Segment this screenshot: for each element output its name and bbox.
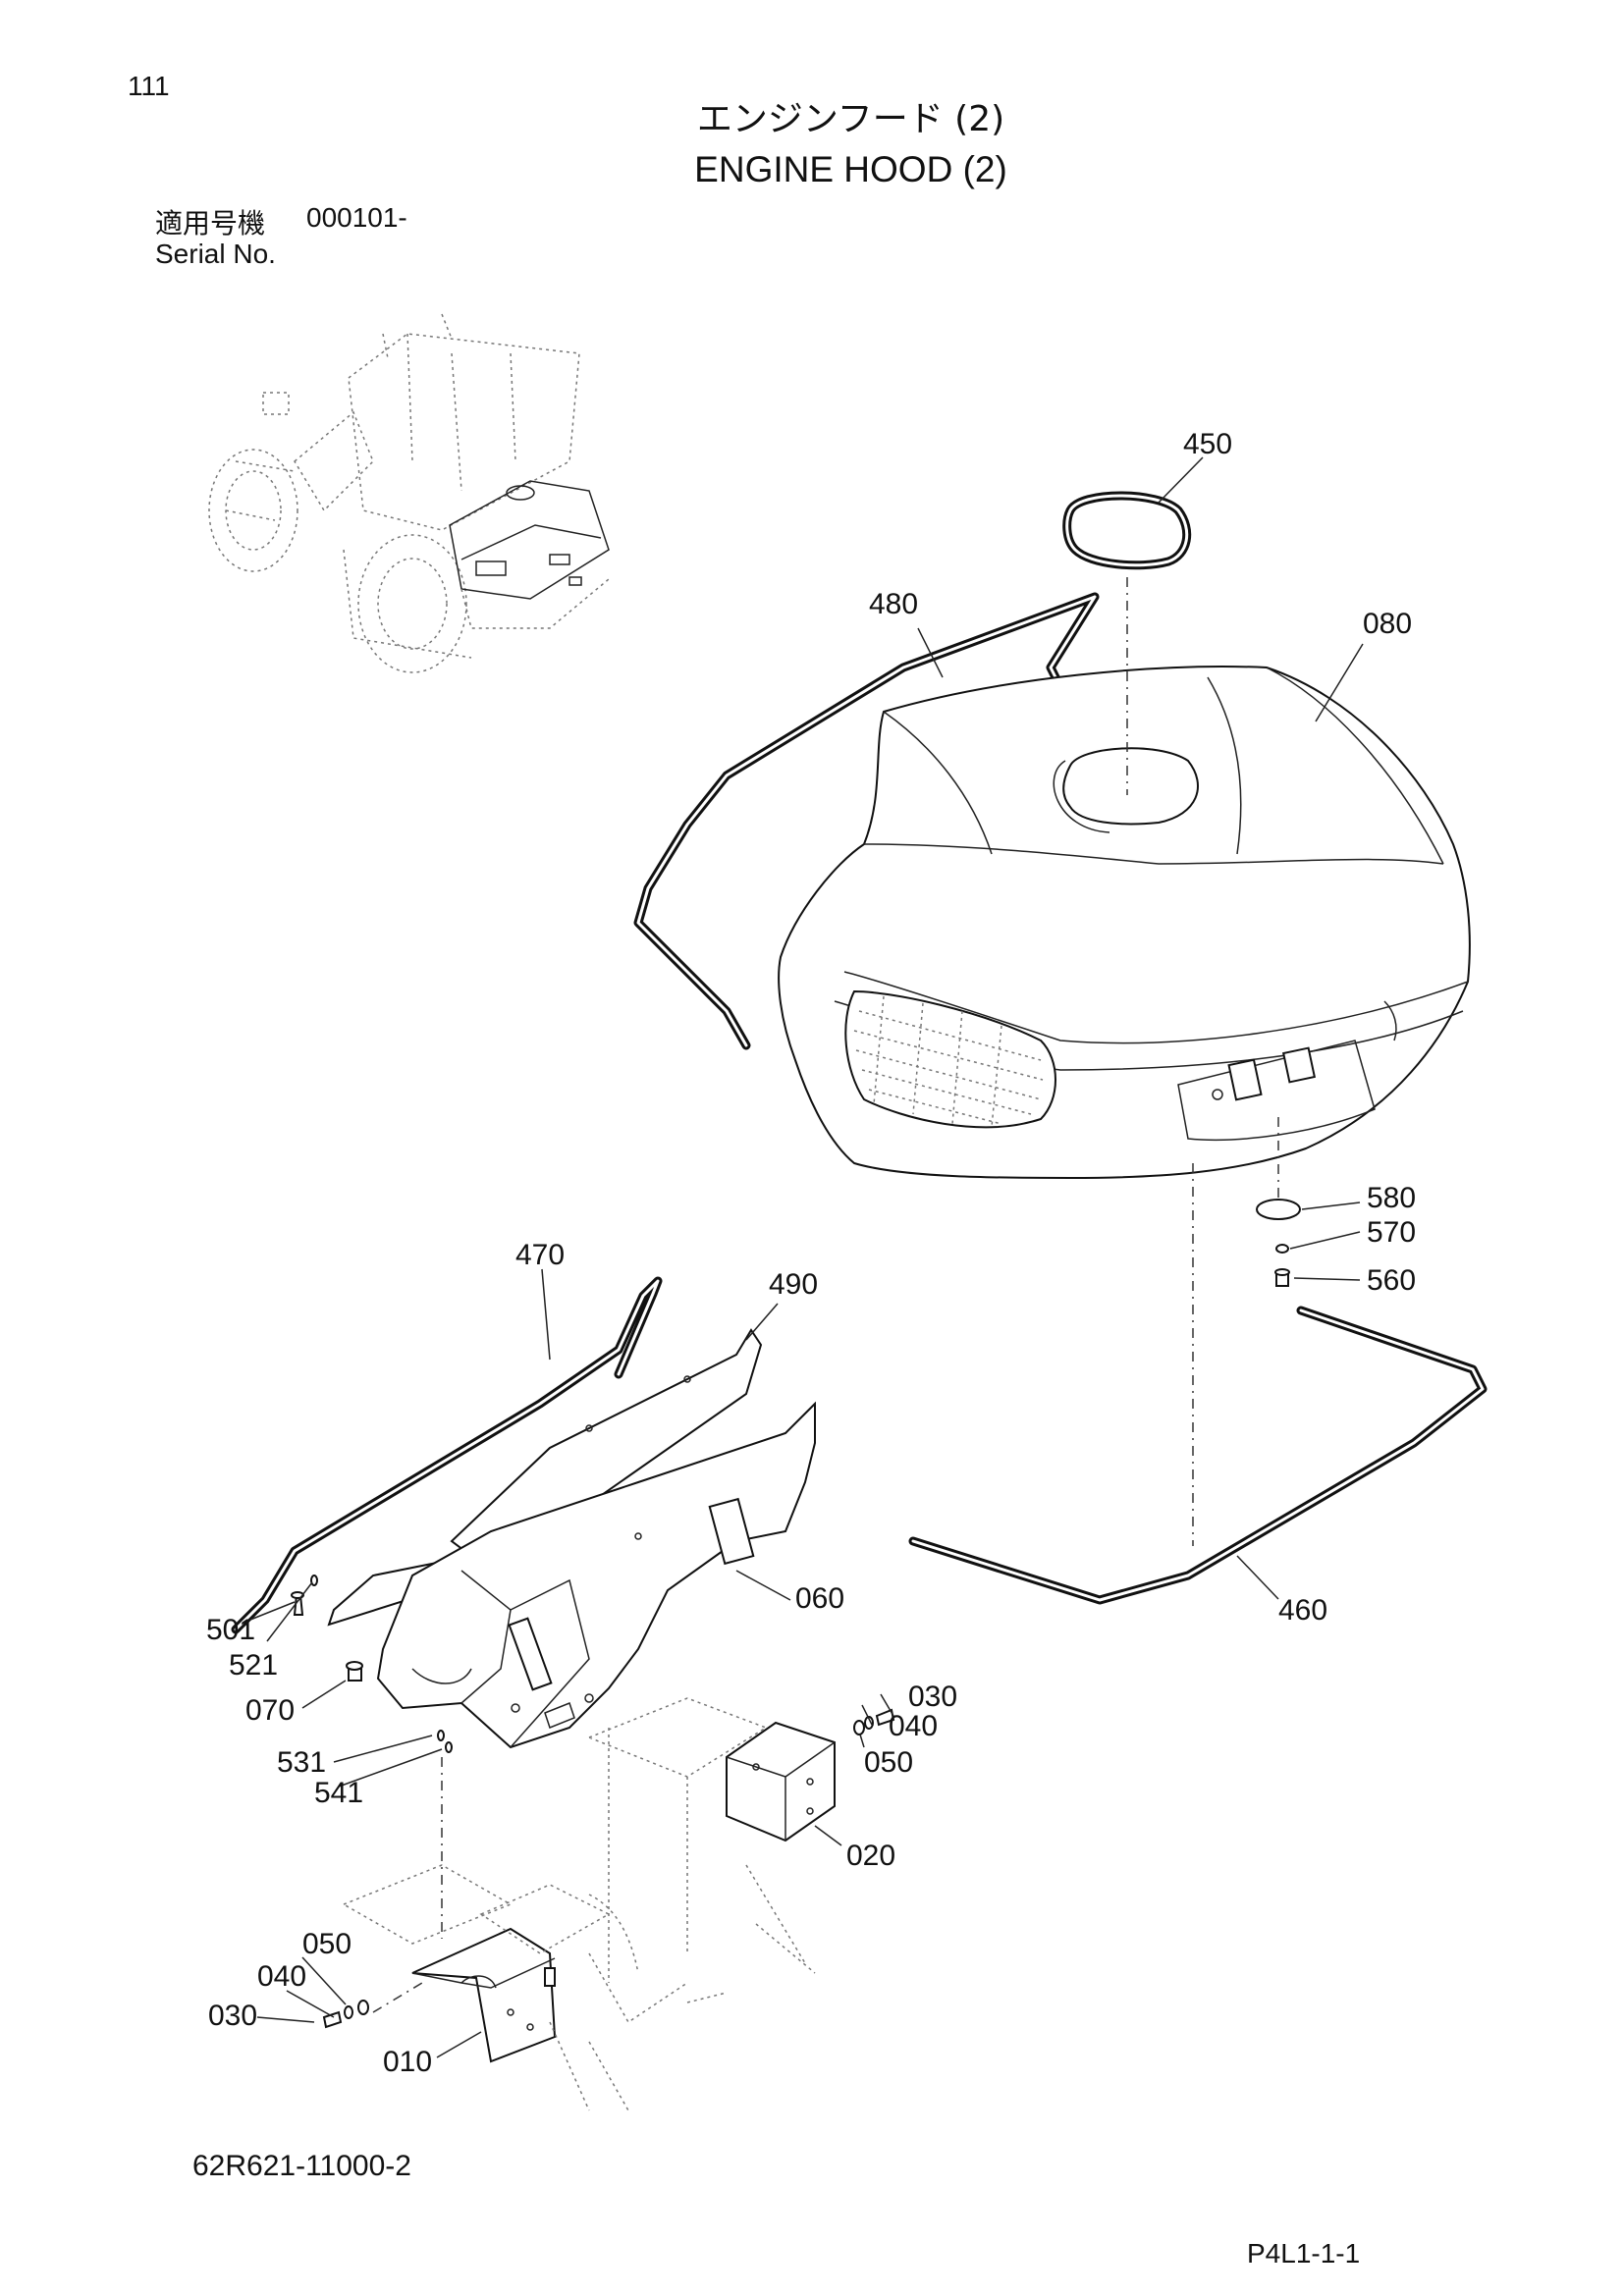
- title-japanese: エンジンフード (2): [696, 99, 1005, 139]
- title-english: ENGINE HOOD (2): [694, 149, 1007, 189]
- callout-leader-lines: [249, 456, 1364, 2058]
- machine-overview-illustration: [208, 313, 610, 673]
- serial-range: 000101-: [306, 202, 407, 233]
- part-020-bracket: [726, 1721, 836, 1842]
- callout-560: 560: [1367, 1264, 1416, 1297]
- callout-501: 501: [206, 1614, 255, 1646]
- parts-580-570-560-fasteners: [1256, 1199, 1301, 1287]
- callout-040-upper: 040: [889, 1710, 938, 1742]
- callout-460: 460: [1278, 1594, 1327, 1627]
- callout-060: 060: [795, 1582, 844, 1615]
- part-010-bracket: [411, 1927, 557, 2063]
- callout-numbers: 450 480 080 580 570 560 470 490 060 501 …: [206, 428, 1416, 2078]
- machine-frame-ghost-outline: [342, 1697, 816, 2111]
- part-470-seal-strip: [231, 1276, 663, 1634]
- callout-480: 480: [869, 588, 918, 620]
- part-450-gasket-ring: [1062, 491, 1192, 570]
- callout-450: 450: [1183, 428, 1232, 460]
- callout-030-upper: 030: [908, 1681, 957, 1713]
- page-number: 111: [128, 71, 170, 101]
- serial-label-english: Serial No.: [155, 239, 276, 269]
- part-490-cover-panel: [327, 1328, 763, 1627]
- hood-grille-mesh: [853, 995, 1044, 1128]
- part-060-bracket-frame: [376, 1401, 816, 1749]
- callout-490: 490: [769, 1268, 818, 1301]
- part-460-seal-loop: [908, 1306, 1488, 1605]
- small-hardware: [291, 1575, 895, 2029]
- callout-050-lower: 050: [302, 1928, 352, 1960]
- serial-label-japanese: 適用号機: [155, 207, 266, 240]
- callout-531: 531: [277, 1746, 326, 1779]
- callout-570: 570: [1367, 1216, 1416, 1249]
- callout-080: 080: [1363, 608, 1412, 640]
- callout-470: 470: [515, 1239, 565, 1271]
- callout-010: 010: [383, 2046, 432, 2078]
- callout-050-upper: 050: [864, 1746, 913, 1779]
- callout-070: 070: [245, 1694, 295, 1727]
- assembly-centerlines: [372, 577, 1279, 2013]
- callout-580: 580: [1367, 1182, 1416, 1214]
- callout-030-lower: 030: [208, 2000, 257, 2032]
- document-code: 62R621-11000-2: [192, 2150, 411, 2182]
- callout-020: 020: [846, 1840, 895, 1872]
- part-080-engine-hood: [778, 666, 1471, 1180]
- callout-541: 541: [314, 1777, 363, 1809]
- callout-040-lower: 040: [257, 1960, 306, 1993]
- page-code: P4L1-1-1: [1247, 2238, 1361, 2269]
- callout-521: 521: [229, 1649, 278, 1682]
